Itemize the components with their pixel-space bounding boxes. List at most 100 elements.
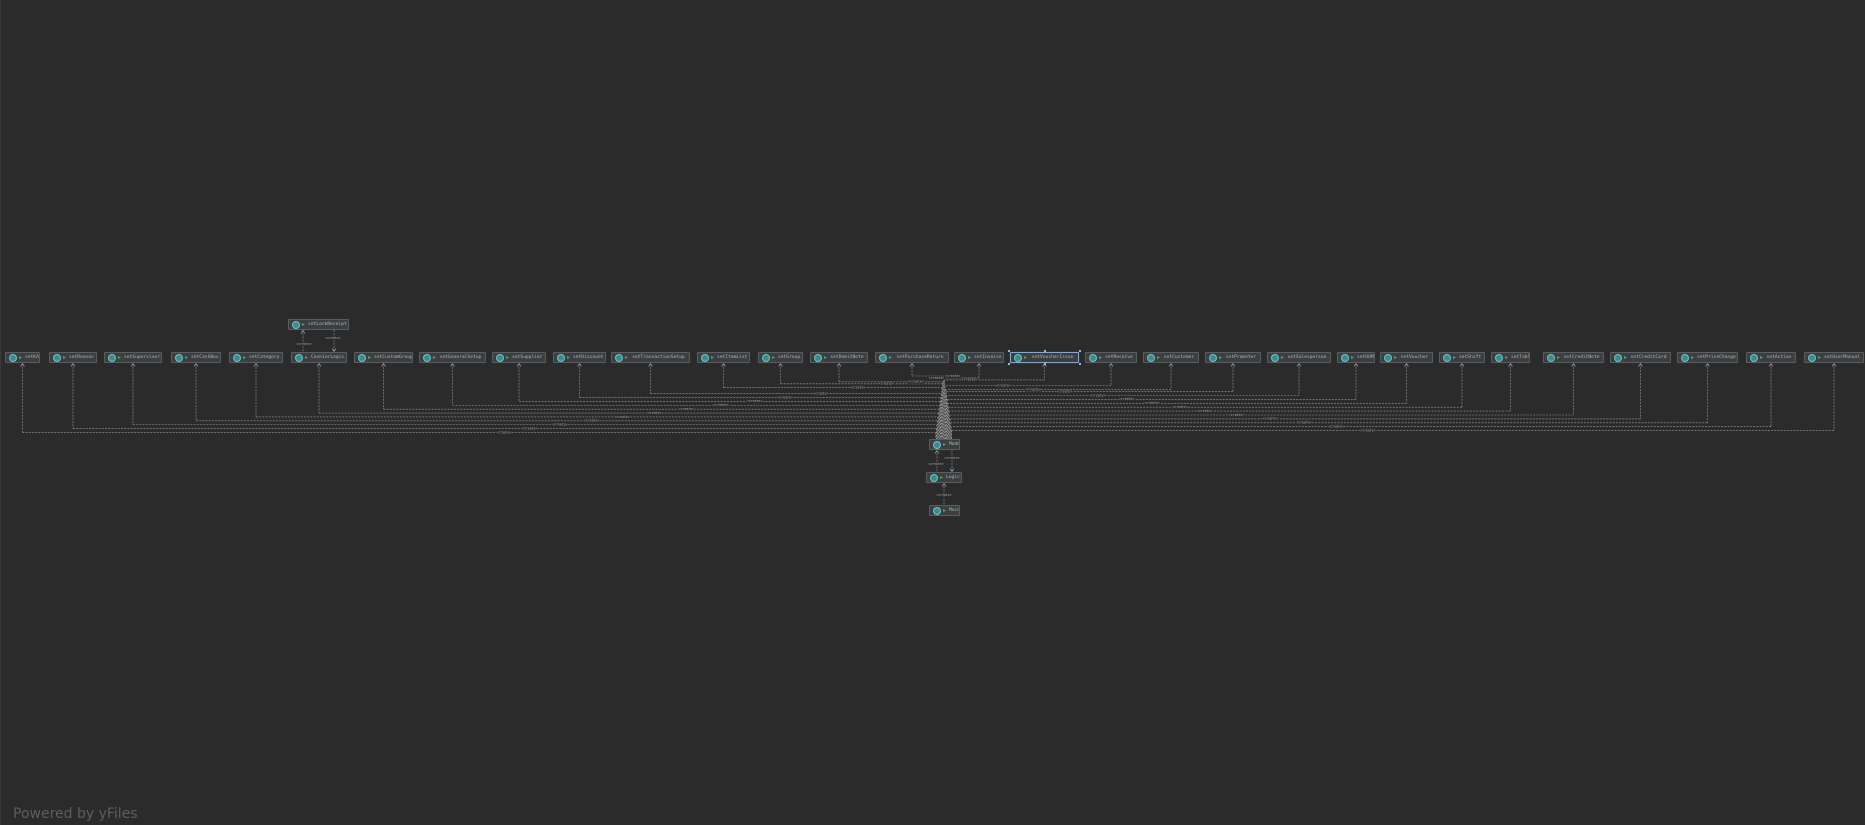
selection-handle[interactable] [1008,363,1010,365]
edge-label-background [907,380,924,384]
class-node-label: setAction [1766,355,1792,360]
public-visibility-icon [243,356,246,359]
edge-label-background [928,462,944,467]
class-node-set-shift[interactable]: setShift [1439,352,1485,363]
edge-label-create: «create» [1090,393,1105,397]
class-node-set-purchase-return[interactable]: setPurchaseReturn [875,352,949,363]
class-node-model[interactable]: Model [929,439,960,450]
edge-arrowhead [316,362,322,367]
class-icon [1014,353,1022,362]
edge-arrowhead [1768,362,1774,367]
edge-label-background [878,382,895,386]
class-node-set-reason[interactable]: setReason [49,352,97,363]
class-node-set-promoter[interactable]: setPromoter [1205,352,1261,363]
class-node-set-customer[interactable]: setCustomer [1143,352,1199,363]
class-icon [1209,353,1217,362]
class-icon [1443,353,1451,362]
class-node-label: setCreditCard [1630,355,1667,360]
edge-arrowhead [70,362,76,367]
class-node-set-voucher-issue[interactable]: setVoucherIssue [1010,352,1079,363]
class-node-set-voucher[interactable]: setVoucher [1380,352,1433,363]
class-node-set-action[interactable]: setAction [1746,352,1796,363]
edge-arrowhead [253,362,259,367]
class-node-set-lock-receipt[interactable]: setLockReceipt [288,319,349,330]
class-node-set-salesperson[interactable]: setSalesperson [1267,352,1331,363]
class-node-set-debit-note[interactable]: setDebitNote [810,352,868,363]
class-node-set-credit-card[interactable]: setCreditCard [1610,352,1671,363]
edge-label-create: «create» [1328,425,1343,429]
class-node-set-user-manual[interactable]: setUserManual [1804,352,1864,363]
edge-label-background [995,384,1012,388]
class-node-label: setUserManual [1824,355,1860,360]
selection-handle[interactable] [1079,350,1081,352]
public-visibility-icon [943,509,946,512]
class-node-set-transaction-setup[interactable]: setTransactionSetup [611,352,690,363]
public-visibility-icon [118,356,121,359]
public-visibility-icon [1099,356,1102,359]
class-icon [295,353,303,362]
public-visibility-icon [1024,356,1027,359]
edge-label-background [1196,409,1213,414]
class-node-label: setCreditNote [1563,355,1600,360]
edge-label-background [551,423,568,427]
edge-label-background [583,419,600,423]
edge-label-background [1328,425,1345,429]
edge-labels: «create» «create» «create» «create» «create»… [296,336,1376,498]
edge-label-create: «create» [945,374,960,378]
edge-label-create: «create» [522,426,537,430]
edge-label-create: «create» [1263,417,1278,421]
class-node-set-custom-group[interactable]: setCustomGroup [354,352,413,363]
class-node-set-item-list[interactable]: setItemList [697,352,750,363]
class-node-main[interactable]: Main [929,505,960,516]
class-node-label: setReason [69,355,94,360]
class-icon [53,353,61,362]
class-node-cashier-logic[interactable]: CashierLogic [291,352,347,363]
class-node-set-invoice[interactable]: setInvoice [954,352,1004,363]
class-node-label: Main [949,508,960,513]
selection-handle[interactable] [1008,350,1010,352]
class-node-set-receive[interactable]: setReceive [1085,352,1137,363]
edge-label-background [1056,390,1073,394]
class-node-set-cash-box[interactable]: setCashBox [171,352,221,363]
class-node-set-uom[interactable]: setUOM [1337,352,1375,363]
class-node-set-price-change[interactable]: setPriceChange [1677,352,1738,363]
class-node-logic[interactable]: Logic [926,472,962,483]
class-node-set-supplier[interactable]: setSupplier [492,352,546,363]
class-node-set-table[interactable]: setTable [1491,352,1530,363]
selection-handle[interactable] [1043,350,1046,352]
class-node-set-general-setup[interactable]: setGeneralSetup [419,352,486,363]
public-visibility-icon [185,356,188,359]
class-node-label: setCashBox [191,355,219,360]
public-visibility-icon [968,356,971,359]
public-visibility-icon [506,356,509,359]
edge-label-create: «create» [1173,405,1188,409]
edge-label-background [944,456,960,461]
class-node-set-supervisor[interactable]: setSupervisor [104,352,162,363]
edge-label-background [678,407,695,412]
edge-label-create: «create» [1229,413,1244,417]
class-icon [615,353,623,362]
class-icon [933,506,941,515]
class-node-label: setDebitNote [830,355,864,360]
edge-label-background [849,386,866,390]
class-node-label: setGeneralSetup [439,355,482,360]
class-icon [814,353,822,362]
class-node-set-discount[interactable]: setDiscount [553,352,606,363]
class-node-set-group[interactable]: setGroup [758,352,803,363]
public-visibility-icon [368,356,371,359]
edge-label-background [936,493,952,498]
selection-handle[interactable] [1079,363,1081,365]
class-node-set-category[interactable]: setCategory [229,352,283,363]
class-node-label: setGroup [778,355,801,360]
class-node-label: setPromoter [1225,355,1257,360]
class-node-set-ka[interactable]: setKA [5,352,40,363]
edge-arrowhead [1404,362,1409,367]
class-icon [1681,353,1689,362]
public-visibility-icon [1818,356,1821,359]
edge-label-create: «create» [1119,397,1134,401]
edge-arrowhead [300,329,306,334]
class-node-set-credit-note[interactable]: setCreditNote [1543,352,1604,363]
selection-handle[interactable] [1043,363,1046,365]
edge-arrowhead [648,362,653,367]
